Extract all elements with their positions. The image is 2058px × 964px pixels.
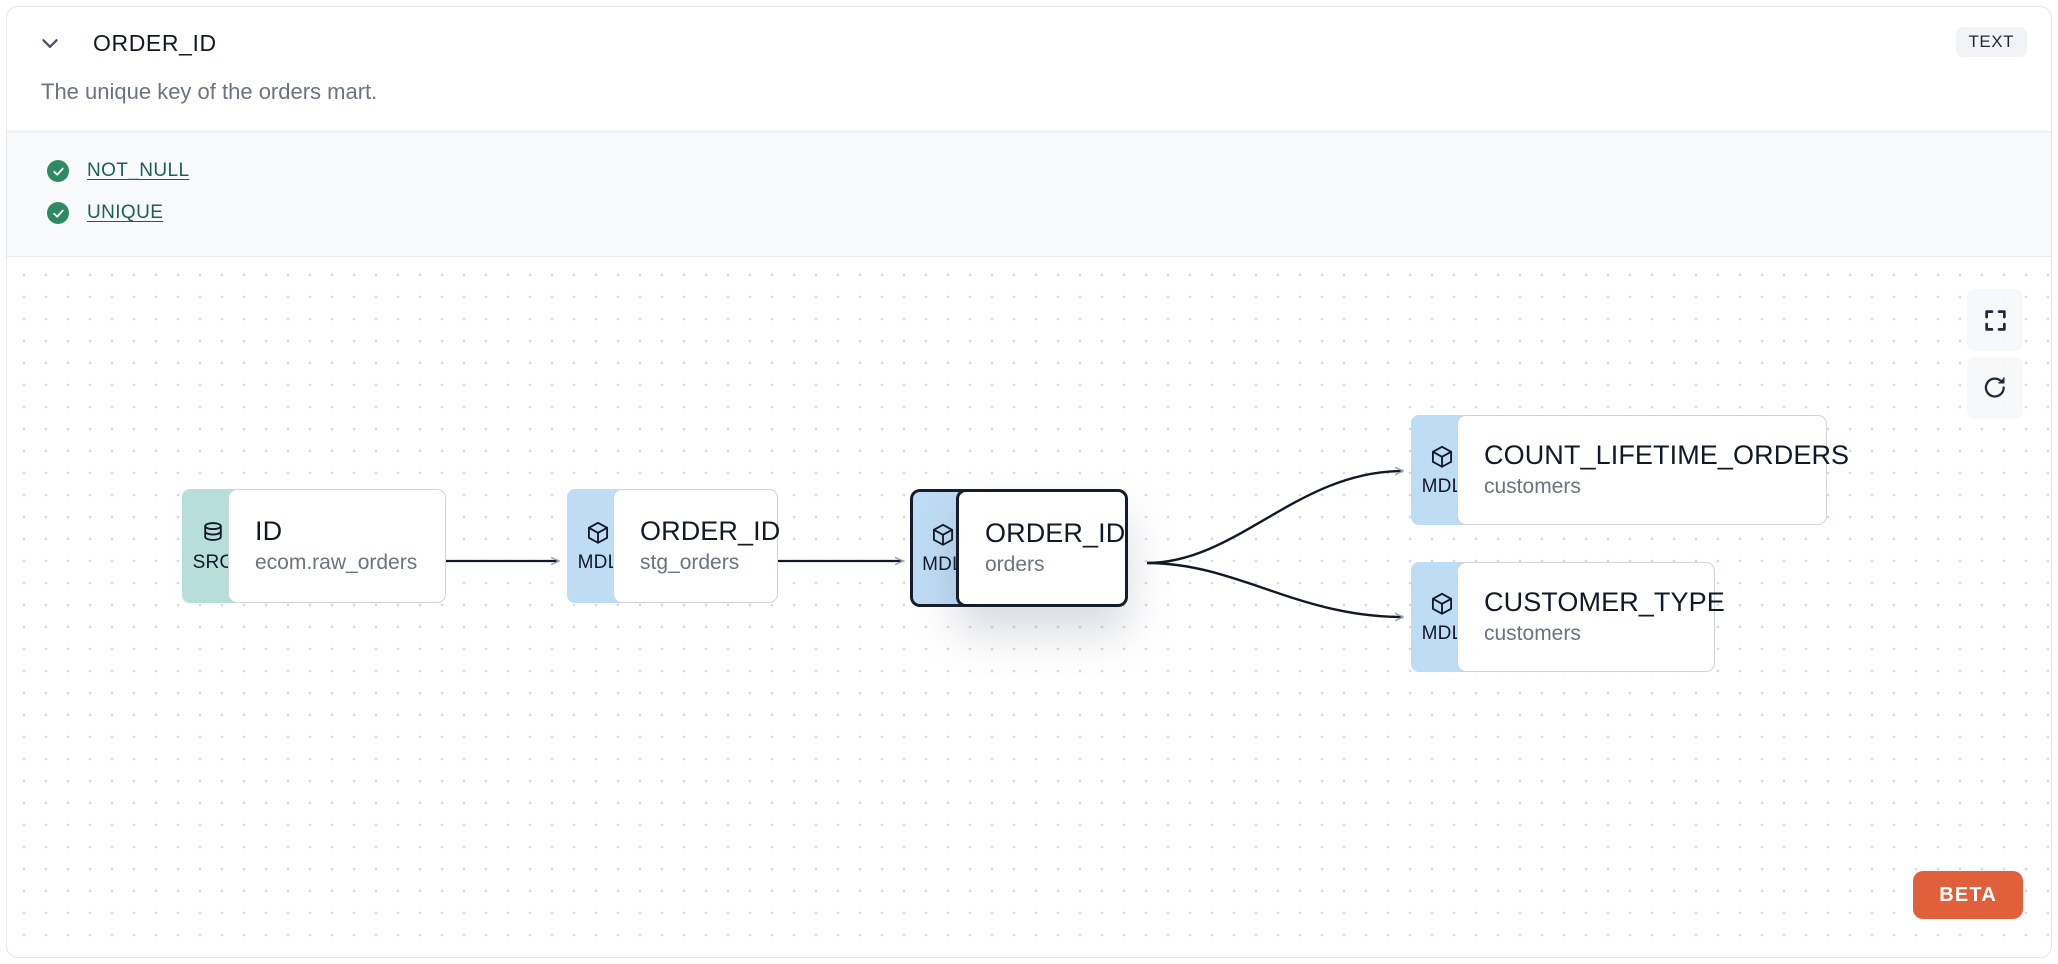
page-title: ORDER_ID xyxy=(93,29,217,56)
node-kind-label: MDL xyxy=(1421,476,1463,498)
node-model-name: orders xyxy=(985,552,1045,576)
node-card[interactable]: COUNT_LIFETIME_ORDERS customers xyxy=(1457,415,1850,526)
node-model-name: customers xyxy=(1484,474,1581,498)
node-card[interactable]: ORDER_ID orders xyxy=(956,489,1128,608)
node-column-name: ORDER_ID xyxy=(985,518,1126,549)
node-card[interactable]: ORDER_ID stg_orders xyxy=(613,489,781,604)
fullscreen-expand-icon[interactable] xyxy=(1967,289,2023,352)
lineage-node-src[interactable]: SRC ID ecom.raw_orders xyxy=(182,489,446,633)
check-circle-icon xyxy=(47,202,69,225)
lineage-canvas[interactable]: SRC ID ecom.raw_orders MDL ORDE xyxy=(7,257,2051,948)
node-card[interactable]: ID ecom.raw_orders xyxy=(228,489,446,604)
node-column-name: ID xyxy=(255,516,283,547)
column-description: The unique key of the orders mart. xyxy=(41,79,378,104)
node-card[interactable]: CUSTOMER_TYPE customers xyxy=(1457,562,1725,673)
test-link-not-null[interactable]: NOT_NULL xyxy=(87,160,190,182)
cube-icon xyxy=(1429,444,1455,475)
cube-icon xyxy=(1429,591,1455,622)
node-kind-label: MDL xyxy=(577,552,619,574)
test-link-unique[interactable]: UNIQUE xyxy=(87,202,164,224)
cube-icon xyxy=(930,522,956,553)
panel-header: ORDER_ID TEXT xyxy=(7,7,2051,79)
lineage-node-count-lifetime-orders[interactable]: MDL COUNT_LIFETIME_ORDERS customers xyxy=(1411,415,1850,555)
test-row[interactable]: NOT_NULL xyxy=(7,150,2051,192)
node-column-name: ORDER_ID xyxy=(640,516,781,547)
node-column-name: COUNT_LIFETIME_ORDERS xyxy=(1484,440,1850,471)
test-row[interactable]: UNIQUE xyxy=(7,192,2051,234)
node-model-name: customers xyxy=(1484,621,1581,645)
cube-icon xyxy=(585,520,611,551)
chevron-down-icon[interactable] xyxy=(37,30,63,56)
canvas-controls xyxy=(1967,289,2023,420)
node-kind-label: SRC xyxy=(192,552,234,574)
check-circle-icon xyxy=(47,160,69,183)
beta-badge[interactable]: BETA xyxy=(1913,871,2023,920)
tests-section: NOT_NULL UNIQUE xyxy=(7,131,2051,258)
database-icon xyxy=(200,520,226,551)
node-kind-label: MDL xyxy=(922,554,963,576)
column-type-badge: TEXT xyxy=(1955,27,2027,57)
node-model-name: ecom.raw_orders xyxy=(255,550,418,574)
column-detail-panel: ORDER_ID TEXT The unique key of the orde… xyxy=(6,6,2052,958)
lineage-node-customer-type[interactable]: MDL CUSTOMER_TYPE customers xyxy=(1411,562,1725,702)
node-column-name: CUSTOMER_TYPE xyxy=(1484,587,1725,618)
refresh-icon[interactable] xyxy=(1967,357,2023,420)
lineage-node-orders-selected[interactable]: MDL ORDER_ID orders xyxy=(910,489,1128,637)
lineage-node-stg-orders[interactable]: MDL ORDER_ID stg_orders xyxy=(567,489,781,633)
node-kind-label: MDL xyxy=(1421,623,1463,645)
node-model-name: stg_orders xyxy=(640,550,740,574)
